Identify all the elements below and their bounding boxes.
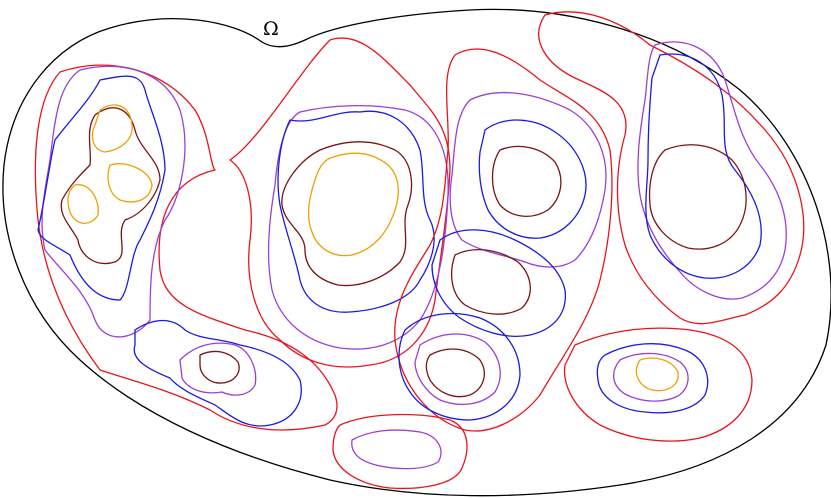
subregion-center-purple [267, 105, 449, 350]
subregion-center-right-brown-top [491, 145, 562, 217]
region-bottom-center [332, 413, 468, 490]
subregion-center-right-purple-top [449, 91, 607, 268]
subregion-left-brown [60, 107, 161, 265]
subregion-right-lower-blue [596, 343, 709, 414]
subregion-left-orange-a [91, 104, 133, 153]
domain-label: Ω [263, 18, 279, 40]
subregion-center-orange [307, 152, 399, 257]
subregion-bottom-center-purple [351, 429, 442, 470]
subregion-center-right-blue-top [478, 119, 587, 239]
subregion-top-right-brown [648, 144, 747, 250]
region-left [34, 64, 338, 431]
subregion-lowerleft-brown [199, 350, 240, 384]
subregion-right-lower-orange [635, 357, 679, 392]
subregion-lowerleft-purple [179, 342, 257, 396]
subregion-left-purple [41, 65, 186, 338]
region-right-lower [563, 327, 753, 442]
subregion-lowerleft-blue [133, 319, 302, 427]
subregion-left-orange-c [67, 184, 99, 224]
subregion-center-right-brown-mid [451, 249, 531, 315]
subregion-center-right-purple-low [414, 333, 501, 406]
subregion-center-right-blue-low [398, 312, 521, 421]
subregion-center-right-blue-mid [431, 229, 566, 337]
region-center-right [394, 48, 613, 432]
subregion-top-right-purple [637, 41, 787, 300]
subregion-center-blue [277, 110, 435, 313]
subregion-center-brown [281, 141, 413, 287]
region-top-right [538, 11, 805, 325]
subregion-left-orange-b [107, 163, 153, 203]
region-center [229, 37, 451, 368]
subregion-right-lower-purple [613, 352, 689, 402]
subregion-top-right-blue [645, 53, 762, 279]
subregion-center-right-brown-low [425, 348, 485, 398]
domain-boundary [2, 8, 831, 497]
subregion-left-blue [37, 75, 166, 301]
